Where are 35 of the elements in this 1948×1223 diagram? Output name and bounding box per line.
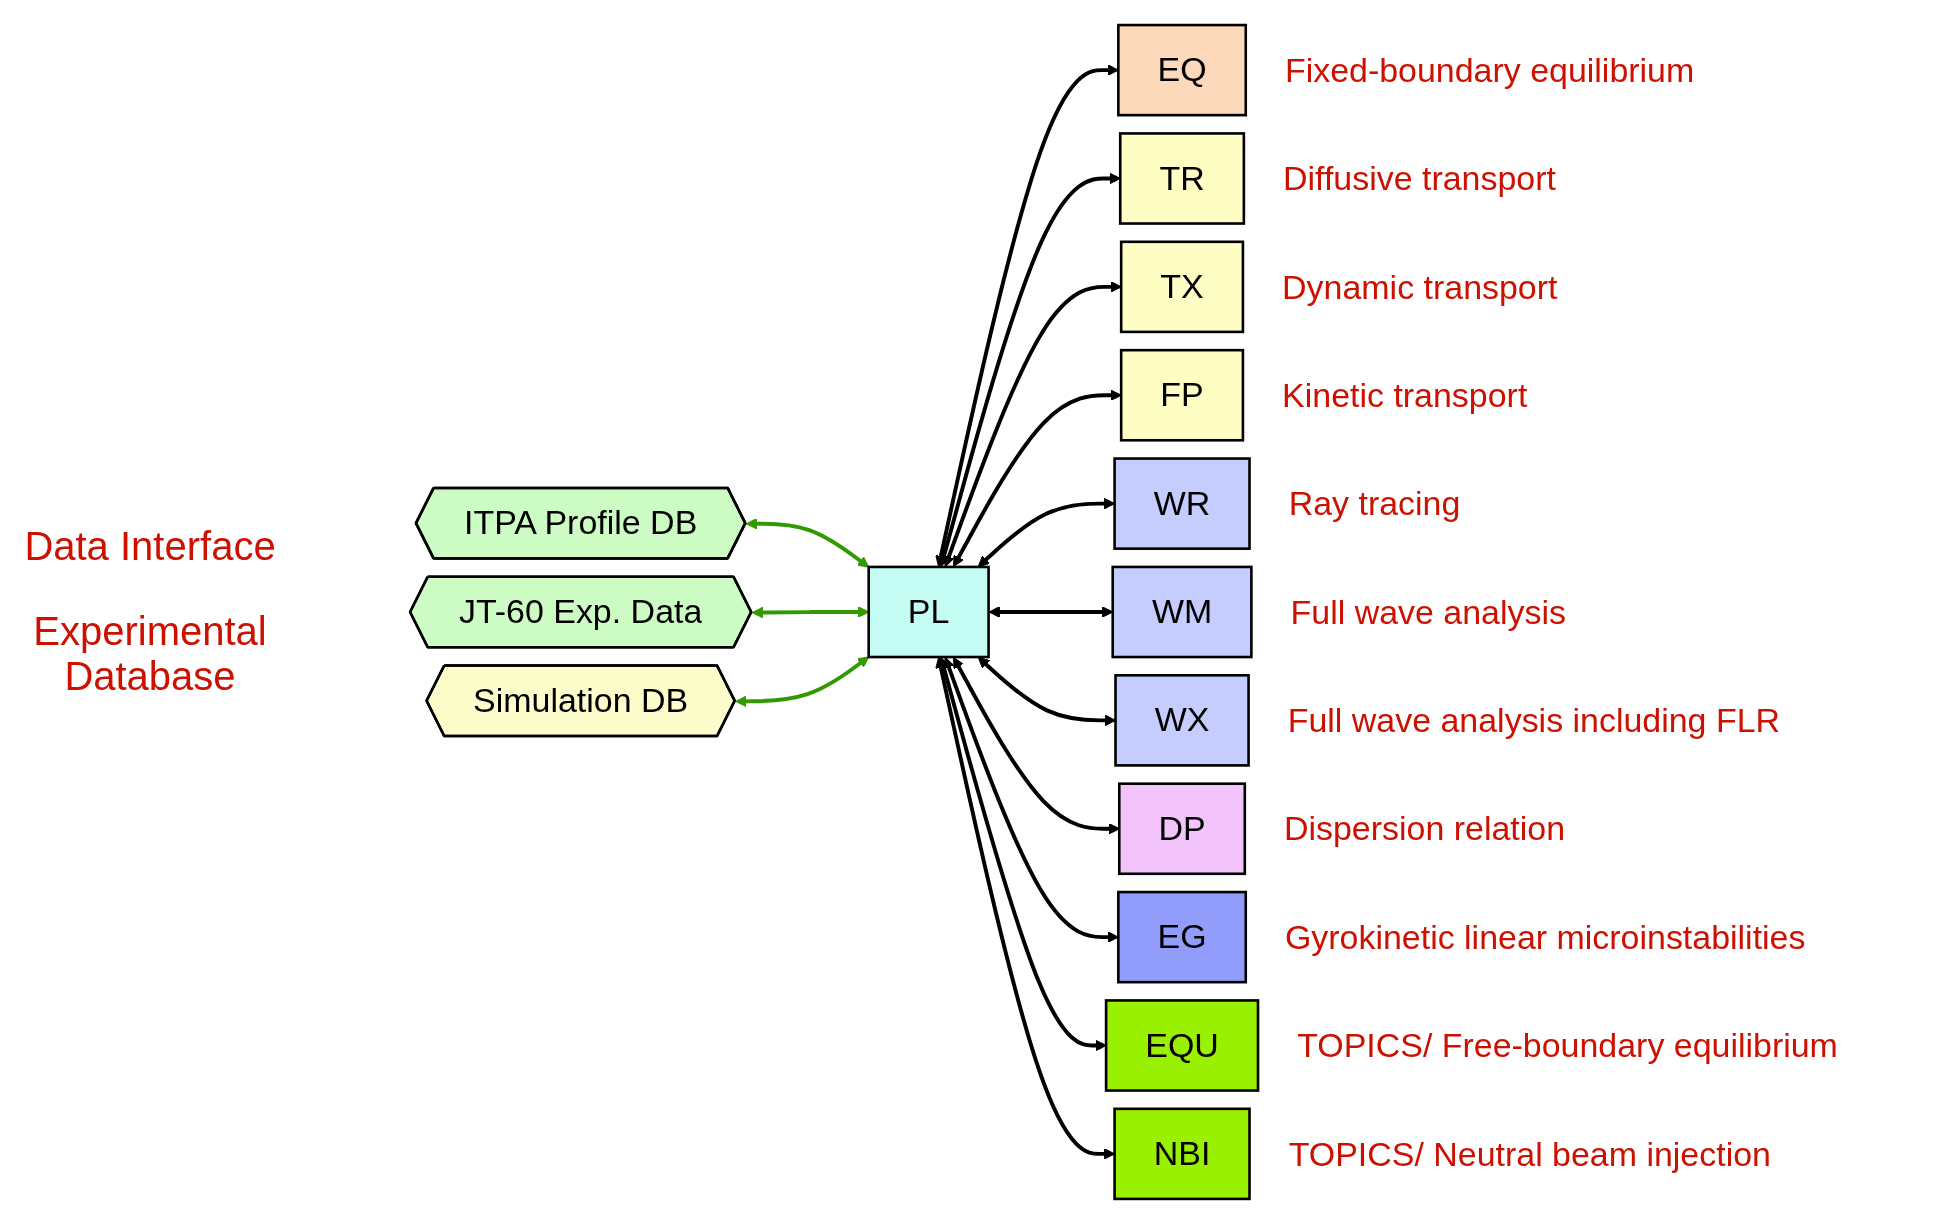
- node-box: PL: [867, 565, 990, 658]
- arrow: [953, 389, 1122, 567]
- node-box: TR: [1119, 131, 1246, 225]
- node-box: DP: [1118, 781, 1247, 875]
- arrow: [935, 63, 1119, 567]
- node-box: EQ: [1117, 23, 1248, 116]
- module-description: Kinetic transport: [1282, 375, 1528, 414]
- arrow: [943, 656, 1119, 943]
- module-description: Full wave analysis including FLR: [1287, 700, 1781, 739]
- node-box: WM: [1111, 565, 1253, 658]
- arrow: [746, 517, 870, 568]
- node-box: EQU: [1104, 998, 1260, 1092]
- arrow: [943, 280, 1122, 567]
- group-caption: Data Interface: [23, 524, 277, 569]
- module-description: Dynamic transport: [1282, 267, 1558, 306]
- arrow: [735, 655, 870, 707]
- node-box: WR: [1113, 456, 1251, 550]
- node-box: NBI: [1113, 1107, 1251, 1200]
- node-box: FP: [1119, 348, 1245, 442]
- module-description: Ray tracing: [1288, 483, 1461, 522]
- node-box: WX: [1114, 673, 1250, 767]
- module-description: Gyrokinetic linear microinstabilities: [1285, 917, 1806, 956]
- arrow: [935, 656, 1116, 1160]
- module-description: TOPICS/ Free-boundary equilibrium: [1297, 1025, 1838, 1064]
- module-description: Dispersion relation: [1284, 809, 1566, 847]
- module-description: Diffusive transport: [1283, 158, 1556, 197]
- module-description: Full wave analysis: [1290, 592, 1567, 631]
- node-box: EG: [1117, 890, 1248, 983]
- group-caption: Experimental Database: [32, 609, 268, 699]
- arrow: [938, 172, 1121, 567]
- arrow: [953, 656, 1120, 834]
- module-description: Fixed-boundary equilibrium: [1285, 50, 1695, 89]
- arrow: [938, 656, 1107, 1051]
- module-description: TOPICS/ Neutral beam injection: [1288, 1134, 1772, 1173]
- node-box: TX: [1119, 240, 1245, 333]
